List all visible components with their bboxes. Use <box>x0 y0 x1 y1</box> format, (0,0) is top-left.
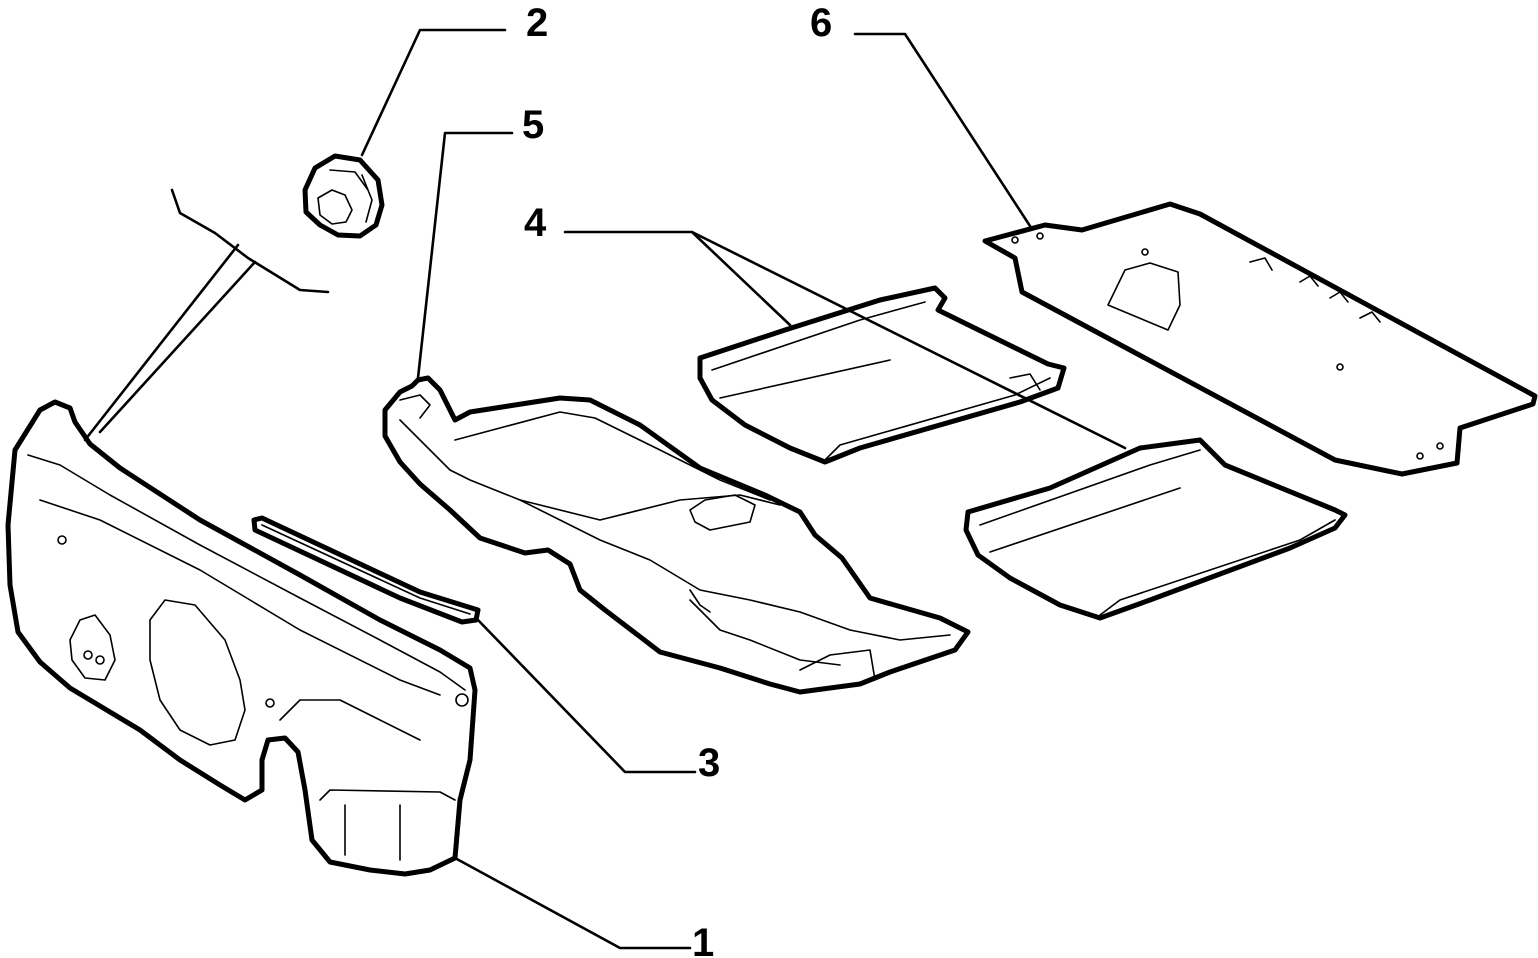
part-2-plug <box>302 153 385 239</box>
callout-labels: 2 6 5 4 3 1 <box>522 1 832 958</box>
leader-5 <box>416 131 514 380</box>
callout-6: 6 <box>810 1 832 45</box>
leader-4 <box>563 230 1127 450</box>
leader-lines <box>83 28 1127 950</box>
part-1-front-insulation-panel <box>5 399 478 877</box>
leader-6 <box>853 32 1032 228</box>
leader-3 <box>476 618 697 774</box>
callout-1: 1 <box>692 921 714 958</box>
callout-2: 2 <box>526 1 548 45</box>
callout-3: 3 <box>698 741 720 785</box>
hose-outline <box>170 188 330 294</box>
leader-1 <box>453 856 692 950</box>
callout-4: 4 <box>524 201 547 245</box>
callout-5: 5 <box>522 103 544 147</box>
part-4-rear-floor-mat-lower <box>963 437 1348 621</box>
part-6-floor-panel <box>982 201 1538 477</box>
part-4-rear-floor-mat-upper <box>697 285 1067 465</box>
leader-hose <box>83 243 257 442</box>
part-3-seal-strip <box>251 515 481 625</box>
leader-2 <box>360 28 507 157</box>
part-5-front-floor-mat <box>382 375 971 695</box>
